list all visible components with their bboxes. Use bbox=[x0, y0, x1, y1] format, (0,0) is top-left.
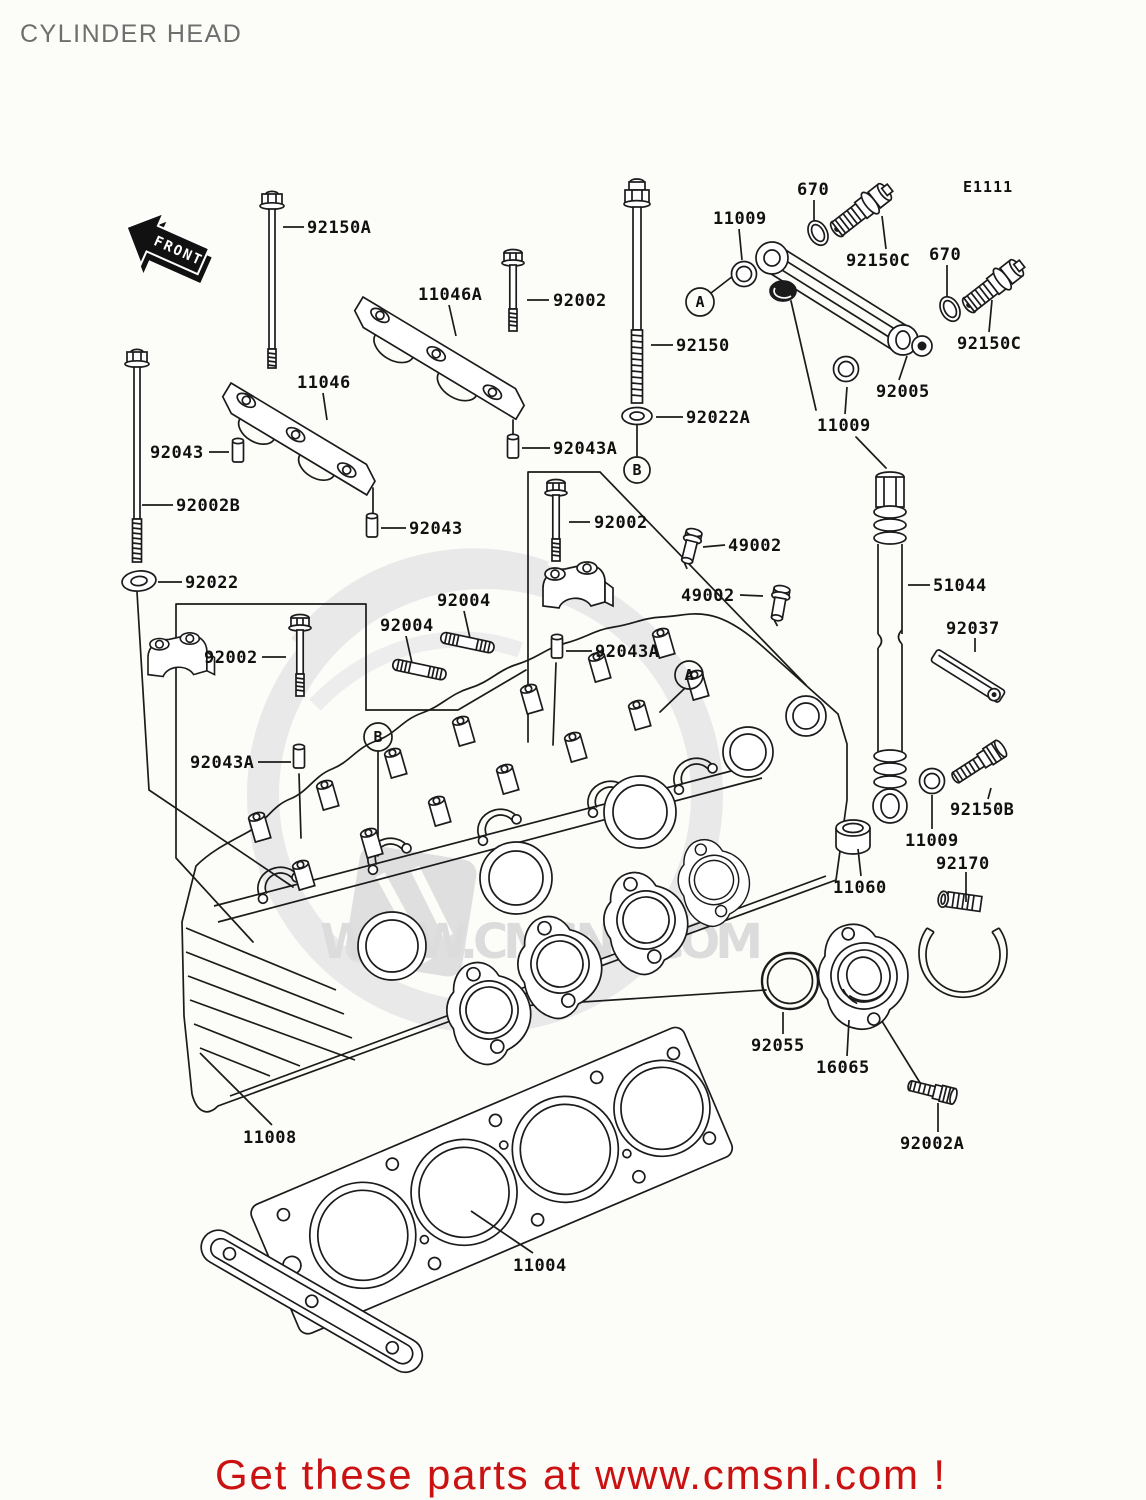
part-drawing-16065-holder bbox=[817, 923, 909, 1031]
callout-frames bbox=[175, 471, 807, 943]
head-silhouette bbox=[181, 613, 848, 1113]
part-drawing-92005-oil-pipe bbox=[755, 241, 933, 357]
part-drawing-92043-dowel bbox=[231, 437, 245, 463]
callout-circle-a2 bbox=[674, 660, 704, 690]
footer-ad-text: Get these parts at www.cmsnl.com ! bbox=[215, 1451, 945, 1498]
front-arrow: FRONT bbox=[125, 211, 212, 284]
part-label-92022[interactable]: 92022 bbox=[185, 573, 239, 593]
front-arrow-face bbox=[125, 211, 211, 276]
gasket-front-strip bbox=[200, 1229, 424, 1374]
part-label-92037[interactable]: 92037 bbox=[946, 619, 1000, 639]
assembly-lines bbox=[136, 275, 923, 1087]
part-drawing-92043-dowel bbox=[365, 512, 379, 538]
part-label-11009-c[interactable]: 11009 bbox=[905, 831, 959, 851]
part-label-11046[interactable]: 11046 bbox=[297, 373, 351, 393]
part-drawing-92150a-bolt bbox=[259, 190, 285, 369]
spark-plug-wells bbox=[357, 695, 827, 981]
part-drawing-11046a-cap-bar bbox=[353, 295, 526, 421]
part-label-670-b[interactable]: 670 bbox=[929, 245, 961, 265]
part-label-92150[interactable]: 92150 bbox=[676, 336, 730, 356]
part-label-92002-a[interactable]: 92002 bbox=[553, 291, 607, 311]
part-label-49002-a[interactable]: 49002 bbox=[728, 536, 782, 556]
page-title: CYLINDER HEAD bbox=[20, 20, 242, 48]
part-drawing-92150c-banjo-bolt bbox=[956, 252, 1031, 319]
part-drawing-92170-clamp bbox=[918, 890, 1008, 999]
part-label-92043-b[interactable]: 92043 bbox=[409, 519, 463, 539]
diagram-code: E1111 bbox=[963, 178, 1013, 196]
part-drawing-92043a-dowel bbox=[506, 433, 520, 459]
callout-circle-b1 bbox=[623, 456, 651, 484]
part-label-92002-b[interactable]: 92002 bbox=[594, 513, 648, 533]
part-drawing-11009-grommet bbox=[918, 767, 946, 795]
part-drawing-92002-bolt bbox=[544, 478, 568, 562]
part-label-92170[interactable]: 92170 bbox=[936, 854, 990, 874]
head-gasket-drawing bbox=[200, 1026, 734, 1374]
part-label-92004-b[interactable]: 92004 bbox=[380, 616, 434, 636]
part-label-92002A[interactable]: 92002A bbox=[900, 1134, 964, 1154]
part-label-51044[interactable]: 51044 bbox=[933, 576, 987, 596]
part-label-11009-b[interactable]: 11009 bbox=[817, 416, 871, 436]
part-drawing-92150-bolt bbox=[623, 178, 651, 404]
part-label-92150C-b[interactable]: 92150C bbox=[957, 334, 1021, 354]
part-drawing-92002-bolt bbox=[501, 248, 525, 332]
part-label-670-a[interactable]: 670 bbox=[797, 180, 829, 200]
callout-letter-b2: B bbox=[373, 728, 382, 746]
part-label-92055[interactable]: 92055 bbox=[751, 1036, 805, 1056]
part-label-92005[interactable]: 92005 bbox=[876, 382, 930, 402]
part-drawing-11046-cap-bar bbox=[221, 381, 376, 497]
part-drawing-92043a-dowel bbox=[550, 633, 564, 659]
part-label-11009-a[interactable]: 11009 bbox=[713, 209, 767, 229]
part-label-92043-a[interactable]: 92043 bbox=[150, 443, 204, 463]
leader-lines bbox=[142, 200, 993, 1254]
part-drawing-92150c-banjo-bolt bbox=[824, 176, 899, 243]
part-drawing-92055-oring bbox=[760, 951, 820, 1011]
part-drawing-92043a-dowel bbox=[292, 743, 306, 769]
part-label-92150A[interactable]: 92150A bbox=[307, 218, 371, 238]
callout-letter-b1: B bbox=[632, 461, 641, 479]
watermark-swirl bbox=[309, 631, 523, 711]
part-drawing-92004-stud bbox=[391, 657, 448, 682]
part-label-11008[interactable]: 11008 bbox=[243, 1128, 297, 1148]
part-drawing-92150b-bolt bbox=[951, 739, 1008, 784]
callout-letter-a1: A bbox=[695, 293, 704, 311]
part-label-92150C-a[interactable]: 92150C bbox=[846, 251, 910, 271]
part-drawing-49002-nozzle bbox=[675, 526, 705, 572]
part-drawing-92022-washer bbox=[121, 570, 157, 592]
part-label-92043A-b[interactable]: 92043A bbox=[595, 642, 659, 662]
part-label-92150B[interactable]: 92150B bbox=[950, 800, 1014, 820]
part-label-92004-a[interactable]: 92004 bbox=[437, 591, 491, 611]
part-drawing-92002a-bolt bbox=[907, 1079, 958, 1106]
callout-letter-a2: A bbox=[684, 666, 693, 684]
head-fins bbox=[185, 927, 356, 1077]
part-label-92043A-a[interactable]: 92043A bbox=[553, 439, 617, 459]
part-label-92002-c[interactable]: 92002 bbox=[204, 648, 258, 668]
part-labels: 92150A 11046A 92002 11009 670 92150C 670… bbox=[150, 180, 1021, 1276]
part-label-92022A[interactable]: 92022A bbox=[686, 408, 750, 428]
part-drawing-11060-bushing bbox=[835, 819, 871, 855]
watermark-swirl bbox=[291, 548, 549, 652]
part-label-49002-b[interactable]: 49002 bbox=[681, 586, 735, 606]
part-drawing-11009-grommet bbox=[832, 355, 860, 383]
callout-circle-a1 bbox=[685, 287, 715, 317]
part-drawing-92022a-washer bbox=[621, 406, 653, 426]
part-label-11046A[interactable]: 11046A bbox=[418, 285, 482, 305]
part-drawing-92037-clamp bbox=[930, 649, 1006, 703]
part-label-16065[interactable]: 16065 bbox=[816, 1058, 870, 1078]
part-label-11004[interactable]: 11004 bbox=[513, 1256, 567, 1276]
part-label-92002B[interactable]: 92002B bbox=[176, 496, 240, 516]
callout-bubbles: A B A B bbox=[363, 287, 715, 752]
cylinder-head-drawing bbox=[181, 613, 848, 1113]
part-label-11060[interactable]: 11060 bbox=[833, 878, 887, 898]
callout-circle-b2 bbox=[363, 722, 393, 752]
part-drawing-51044-oil-hose bbox=[872, 471, 908, 824]
part-drawing-11009-grommet bbox=[730, 260, 758, 288]
part-drawing-49002-nozzle bbox=[765, 583, 793, 629]
part-drawing-92002b-bolt bbox=[124, 348, 150, 563]
part-drawing-670-oring bbox=[939, 295, 961, 323]
part-drawing-670-oring bbox=[807, 219, 829, 247]
part-label-92043A-c[interactable]: 92043A bbox=[190, 753, 254, 773]
